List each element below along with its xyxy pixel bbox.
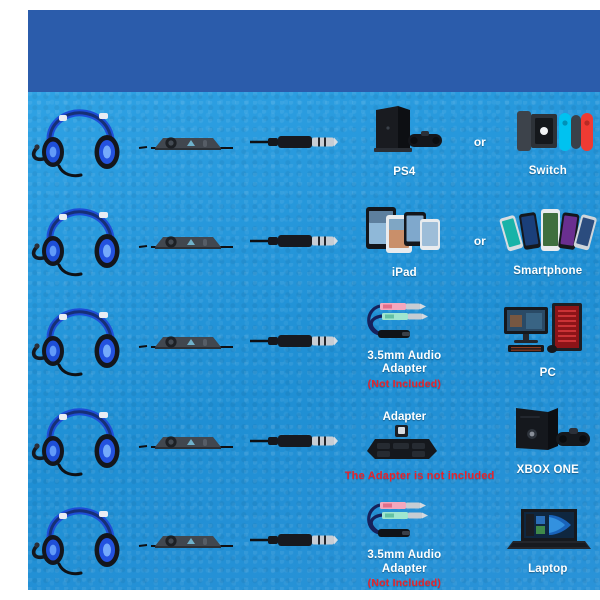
table-row: 3.5mm Audio Adapter (Not Included)	[28, 490, 600, 590]
right-device-cell: Smartphone	[496, 192, 600, 292]
headset-cell	[28, 490, 130, 590]
middle-device-cell: PS4	[345, 92, 464, 192]
plug-cell	[247, 192, 345, 292]
inline-volume-controller-icon	[138, 535, 233, 549]
adapter-warning: The Adapter is not included	[345, 466, 495, 484]
right-device-label: Laptop	[528, 562, 568, 575]
desktop-pc-icon	[498, 301, 598, 364]
xbox-stereo-adapter-icon	[365, 425, 443, 470]
right-device-label: PC	[539, 367, 557, 380]
adapter-top-label: Adapter	[382, 411, 427, 424]
separator-cell	[464, 490, 496, 590]
right-device-label: Smartphone	[513, 264, 583, 277]
3.5mm-plug-icon	[249, 135, 338, 148]
headset-cell	[28, 92, 130, 192]
separator-cell: or	[464, 92, 496, 192]
gaming-headset-icon	[32, 407, 120, 476]
y-splitter-adapter-icon	[350, 491, 458, 546]
plug-cell	[247, 490, 345, 590]
or-separator: or	[473, 134, 486, 149]
inline-control-cell	[130, 291, 246, 391]
inline-control-cell	[130, 391, 246, 491]
middle-device-cell: Adapter	[345, 391, 495, 491]
rows-container: PS4 or	[28, 92, 600, 590]
nintendo-switch-icon	[499, 105, 597, 162]
middle-device-label: 3.5mm Audio Adapter	[367, 549, 442, 575]
not-included-note: (Not Included)	[367, 576, 442, 589]
not-included-note: (Not Included)	[367, 377, 442, 390]
3.5mm-plug-icon	[249, 334, 338, 347]
table-row: 3.5mm Audio Adapter (Not Included)	[28, 291, 600, 391]
smartphones-icon	[496, 205, 600, 262]
header-band	[28, 10, 600, 92]
inline-volume-controller-icon	[138, 435, 233, 449]
inline-control-cell	[130, 490, 246, 590]
table-row: iPad or	[28, 192, 600, 292]
laptop-icon	[499, 505, 597, 560]
separator-cell	[464, 291, 496, 391]
right-device-label: Switch	[528, 165, 567, 178]
ps4-console-icon	[358, 104, 450, 163]
inline-volume-controller-icon	[138, 137, 233, 150]
or-separator: or	[473, 234, 486, 249]
middle-device-label: iPad	[391, 266, 417, 279]
right-device-label: XBOX ONE	[516, 463, 579, 476]
plug-cell	[247, 291, 345, 391]
separator-cell: or	[464, 192, 496, 292]
right-device-cell: XBOX ONE	[496, 391, 600, 491]
headset-cell	[28, 291, 130, 391]
separator-cell	[464, 391, 496, 491]
inline-volume-controller-icon	[138, 236, 233, 250]
middle-device-cell: iPad	[345, 192, 464, 292]
gaming-headset-icon	[32, 109, 120, 177]
xbox-one-console-icon	[500, 404, 596, 461]
3.5mm-plug-icon	[249, 235, 338, 248]
3.5mm-plug-icon	[249, 534, 338, 547]
middle-device-cell: 3.5mm Audio Adapter (Not Included)	[345, 490, 464, 590]
middle-device-label: PS4	[393, 166, 416, 179]
plug-cell	[247, 391, 345, 491]
middle-device-label: 3.5mm Audio Adapter	[367, 350, 442, 376]
table-row: PS4 or	[28, 92, 600, 192]
y-splitter-adapter-icon	[350, 292, 458, 347]
3.5mm-plug-icon	[249, 434, 338, 447]
ipad-tablets-icon	[356, 203, 452, 264]
gaming-headset-icon	[32, 308, 120, 377]
gaming-headset-icon	[32, 507, 120, 576]
headset-cell	[28, 192, 130, 292]
gaming-headset-icon	[32, 208, 120, 277]
plug-cell	[247, 92, 345, 192]
inline-volume-controller-icon	[138, 336, 233, 349]
adapter-warning-text: The Adapter is not included	[344, 470, 495, 483]
right-device-cell: Switch	[496, 92, 600, 192]
headset-cell	[28, 391, 130, 491]
right-device-cell: PC	[496, 291, 600, 391]
middle-device-cell: 3.5mm Audio Adapter (Not Included)	[345, 291, 464, 391]
inline-control-cell	[130, 92, 246, 192]
table-row: Adapter	[28, 391, 600, 491]
inline-control-cell	[130, 192, 246, 292]
right-device-cell: Laptop	[496, 490, 600, 590]
